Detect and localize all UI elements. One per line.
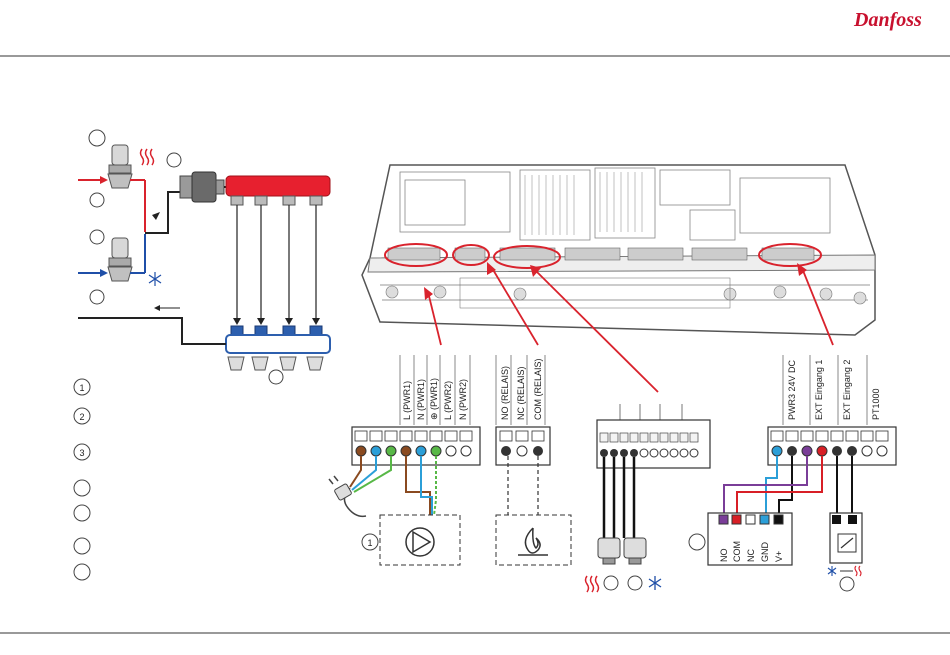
- legend: 1 2 3: [74, 379, 90, 580]
- snowflake-icon: [828, 566, 836, 576]
- schematic-callout: [167, 153, 181, 167]
- terminal-label-l-pwr2: L (PWR2): [443, 381, 453, 420]
- valve-actuator-cold: [108, 238, 132, 281]
- flow-arrow-icon: [152, 212, 160, 220]
- return-manifold-feet: [228, 357, 323, 370]
- pwr-terminal-block: L (PWR1) N (PWR1) ⊕ (PWR1) L (PWR2) N (P…: [352, 355, 480, 465]
- heat-waves-icon: [855, 566, 861, 576]
- terminal-label-ext-eingang-1: EXT Eingang 1: [814, 360, 824, 420]
- return-manifold: [226, 335, 330, 353]
- schematic-callout: [269, 370, 283, 384]
- terminal-label-nc-relais: NC (RELAIS): [516, 366, 526, 420]
- brand-logo: Danfoss: [853, 9, 922, 31]
- supply-manifold: [226, 176, 330, 196]
- device-label-vplus: V+: [774, 551, 784, 562]
- legend-marker: 1: [79, 383, 84, 393]
- terminal-label-pt1000: PT1000: [871, 388, 881, 420]
- actuator-marker: [628, 576, 642, 590]
- loop-arrows: [233, 318, 320, 325]
- pump-icon: [406, 528, 434, 556]
- schematic-callout: [90, 290, 104, 304]
- return-line: [78, 318, 226, 344]
- terminal-label-n-pwr1: N (PWR1): [416, 379, 426, 420]
- supply-line: [145, 192, 182, 233]
- flame-icon: [518, 528, 548, 555]
- terminal-label-l-pwr1: L (PWR1): [402, 381, 412, 420]
- schematic-callout: [89, 130, 105, 146]
- device-label-no: NO: [719, 549, 729, 563]
- switch-marker: [840, 577, 854, 591]
- snowflake-icon: [149, 272, 161, 286]
- heating-loops: [237, 205, 316, 322]
- heat-waves-icon: [586, 576, 599, 592]
- hydraulic-schematic: [78, 130, 330, 384]
- legend-marker: 3: [79, 448, 84, 458]
- heat-waves-icon: [141, 149, 154, 165]
- thermal-actuator: [598, 538, 620, 564]
- actuator-wiring: [604, 457, 634, 538]
- device-label-gnd: GND: [760, 542, 770, 563]
- actuator-marker: [604, 576, 618, 590]
- flow-arrow-icon: [100, 269, 108, 277]
- schematic-callout: [90, 193, 104, 207]
- device-label-com: COM: [732, 541, 742, 562]
- ext-terminal-block: PWR3 24V DC EXT Eingang 1 EXT Eingang 2 …: [768, 355, 896, 465]
- relay-terminal-block: NO (RELAIS) NC (RELAIS) COM (RELAIS): [496, 355, 550, 465]
- circulation-pump: [180, 172, 224, 202]
- thermal-actuator: [624, 538, 646, 564]
- schematic-callout: [90, 230, 104, 244]
- terminal-label-n-pwr2: N (PWR2): [458, 379, 468, 420]
- terminal-label-pwr3: PWR3 24V DC: [787, 359, 797, 420]
- manifold-outlets: [231, 196, 322, 205]
- device-marker: [689, 534, 705, 550]
- valve-actuator-hot: [108, 145, 132, 188]
- flow-arrow-icon: [100, 176, 108, 184]
- changeover-switch-icon: [830, 513, 862, 563]
- terminal-label-com-relais: COM (RELAIS): [533, 358, 543, 420]
- legend-marker: 2: [79, 412, 84, 422]
- terminal-label-pe-pwr1: ⊕ (PWR1): [429, 378, 439, 420]
- controller-board: [362, 165, 875, 335]
- flow-arrow-icon: [154, 305, 160, 311]
- return-manifold-valves: [231, 326, 322, 335]
- device-label-nc: NC: [746, 549, 756, 562]
- snowflake-icon: [649, 576, 661, 590]
- pump-marker-label: 1: [367, 538, 372, 548]
- terminal-label-ext-eingang-2: EXT Eingang 2: [842, 360, 852, 420]
- terminal-label-no-relais: NO (RELAIS): [500, 366, 510, 420]
